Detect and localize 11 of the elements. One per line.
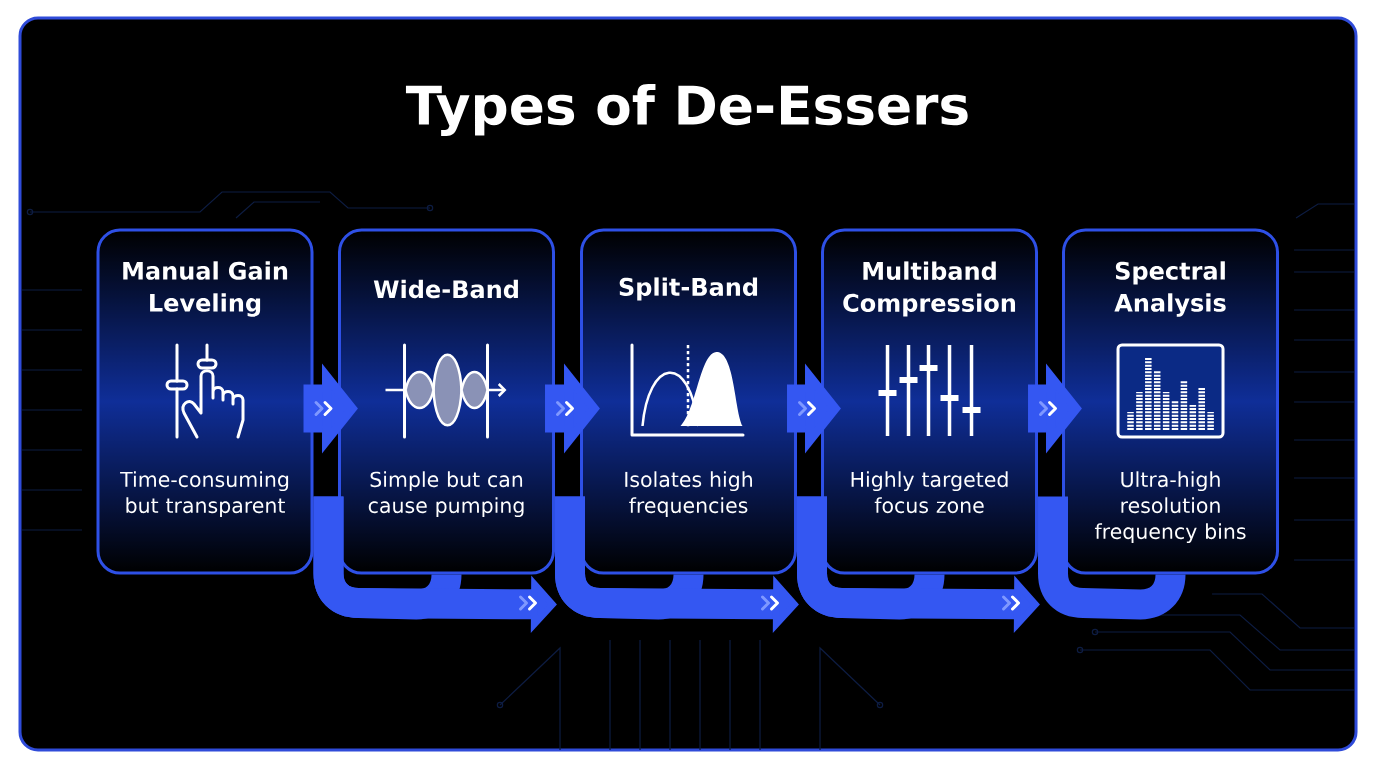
card-heading: Spectral Analysis <box>1114 261 1226 317</box>
card-description: Simple but can cause pumping <box>368 471 524 518</box>
card-description: Time-consuming but transparent <box>120 471 289 518</box>
card-description: Highly targeted focus zone <box>851 471 1008 514</box>
card-heading: Split-Band <box>619 277 758 301</box>
card-heading: Wide-Band <box>373 279 518 299</box>
title: Types of De-Essers <box>405 84 968 136</box>
card-description: Isolates high frequencies <box>625 471 752 518</box>
card-description: Ultra-high resolution frequency bins <box>1094 471 1246 544</box>
card-heading: Multiband Compression <box>843 261 1016 317</box>
card-heading: Manual Gain Leveling <box>123 261 288 317</box>
